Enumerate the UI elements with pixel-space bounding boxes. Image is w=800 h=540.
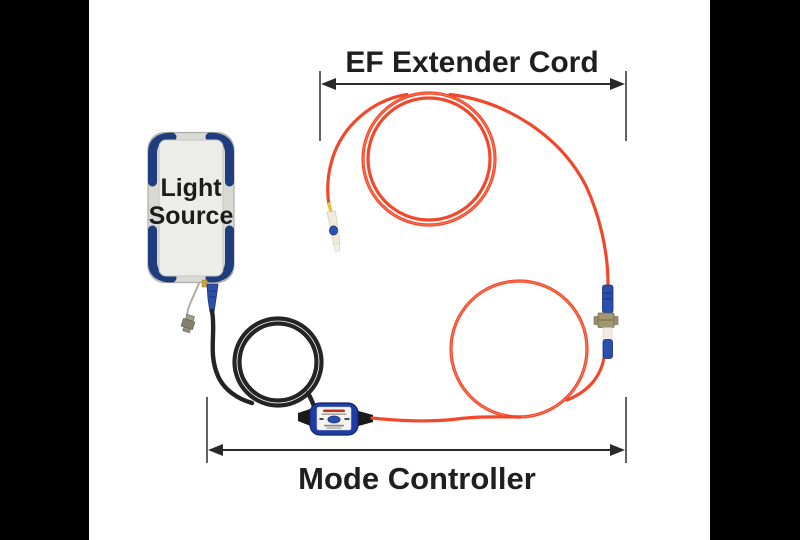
top-coil-highlight	[362, 92, 496, 226]
metal-fc-pigtail	[180, 282, 200, 334]
fc-connector-metal-icon	[180, 313, 196, 334]
letterbox-right	[710, 0, 800, 540]
cord-left-branch	[326, 92, 409, 207]
bottom-loop-turn	[449, 279, 589, 419]
label-fine-print-line	[326, 427, 342, 429]
connector-tip	[182, 326, 191, 334]
arrowhead-left-icon	[208, 444, 223, 456]
label-logo-oval	[327, 415, 341, 424]
light-source-label-line1: Light	[160, 174, 222, 202]
fc-mating-adapter-icon	[593, 284, 619, 359]
ferrule	[201, 279, 208, 288]
inline-mode-controller-unit	[298, 402, 373, 436]
cord-loop-to-unit	[370, 415, 522, 423]
top-coil-turn-inner	[366, 96, 492, 222]
instrument-front-panel	[158, 139, 224, 277]
ef-extender-cord-label: EF Extender Cord	[345, 46, 598, 79]
corner-accent-top-right	[205, 132, 234, 187]
coil-turn-outer	[232, 316, 324, 408]
lower-blue-connector	[602, 339, 613, 359]
corner-accent-top-left	[148, 132, 177, 187]
yellow-boot	[327, 202, 333, 214]
lc-connector-icon	[326, 202, 341, 252]
top-coil-turn-outer	[361, 91, 497, 227]
cable-from-source	[209, 308, 255, 406]
corner-accent-bottom-left	[148, 225, 177, 283]
blue-latch	[329, 225, 338, 236]
pigtail-cable	[186, 282, 200, 318]
cord-right-branch	[448, 92, 610, 286]
light-source-instrument: Light Source	[147, 131, 235, 284]
light-source-label-line2: Source	[149, 202, 234, 230]
coil-turn-inner	[237, 321, 319, 403]
connector-tip	[333, 243, 341, 252]
corner-accent-bottom-right	[205, 225, 234, 283]
label-subtitle-line	[321, 413, 347, 415]
letterbox-left	[0, 0, 89, 540]
strain-relief-right	[355, 410, 373, 427]
arrowhead-right-icon	[610, 78, 625, 90]
mode-controller-label: Mode Controller	[298, 461, 536, 496]
mode-controller-dimension-annotation: Mode Controller	[206, 397, 627, 496]
fc-connector-blue-icon	[201, 279, 219, 313]
arrowhead-left-icon	[321, 78, 336, 90]
connector-boot	[206, 283, 219, 313]
strain-relief-left	[298, 408, 313, 427]
black-fiber-mode-controller-coil	[209, 308, 324, 420]
arrowhead-right-icon	[610, 444, 625, 456]
ef-cord-dimension-annotation: EF Extender Cord	[319, 46, 627, 141]
cord-adapter-to-loop	[565, 356, 606, 402]
label-part-number-line	[324, 424, 344, 427]
orange-ef-extender-cord	[326, 91, 610, 423]
label-in-mark	[319, 418, 324, 420]
label-out-mark	[344, 418, 350, 420]
label-title-red-line	[323, 409, 345, 413]
white-sleeve	[602, 327, 613, 340]
